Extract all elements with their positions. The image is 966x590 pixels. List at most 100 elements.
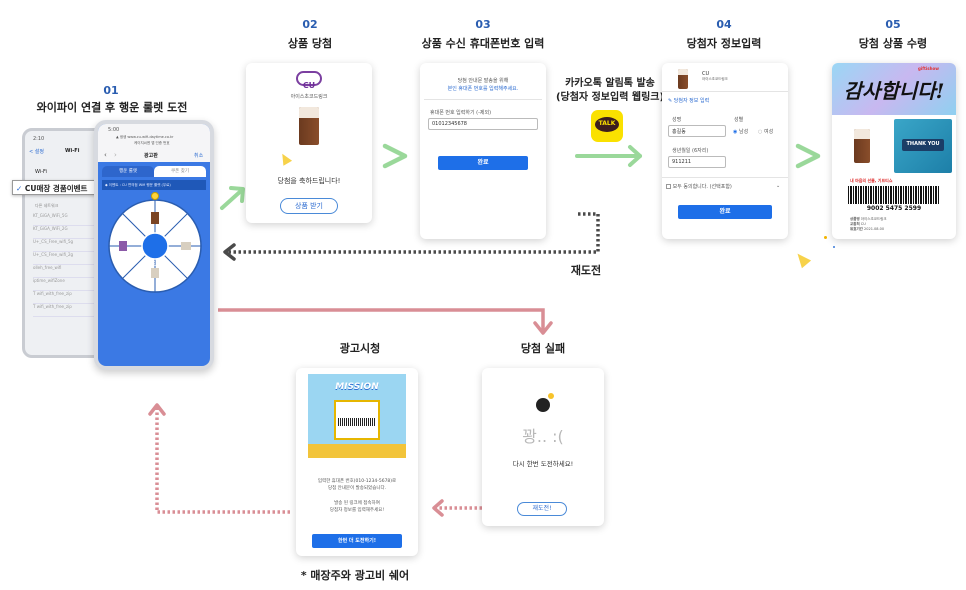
browser-back-icon[interactable]: ‹: [104, 151, 107, 159]
wifi-page-title: Wi-Fi: [65, 148, 80, 154]
info-brand: CU: [702, 71, 710, 77]
roulette-wheel[interactable]: [107, 198, 203, 294]
barcode-number: 9002 5475 2599: [866, 205, 922, 212]
network-item[interactable]: iptime_wifiZone: [33, 278, 111, 291]
step-05-number: 05: [885, 18, 901, 31]
chevron-down-icon[interactable]: ⌄: [776, 183, 781, 189]
fail-card: 꽝.. :( 다시 한번 도전하세요! 재도전!: [482, 368, 604, 526]
name-input[interactable]: 홍길동: [668, 125, 726, 137]
phone-input-card: 당첨 안내문 발송을 위해 본인 휴대폰 번호를 입력해주세요. 휴대폰 번호 …: [420, 63, 546, 239]
info-submit-button[interactable]: 완료: [678, 205, 772, 219]
coupon-product-image: [854, 129, 870, 163]
network-item[interactable]: olleh_free_wifi: [33, 265, 111, 278]
kakaotalk-icon: TALK: [591, 110, 623, 142]
roulette-status-time: 5:00: [108, 127, 120, 133]
phone-number-input[interactable]: 01012345678: [428, 118, 538, 130]
ad-line4: 당첨자 정보를 입력해주세요!: [329, 508, 385, 513]
phone-submit-button[interactable]: 완료: [438, 156, 528, 170]
name-label: 성명: [672, 117, 682, 123]
kakao-label-line2: (당첨자 정보입력 웹링크): [555, 92, 665, 103]
gender-label: 성별: [734, 117, 744, 123]
info-product: 아이스초코드링크: [702, 77, 728, 81]
step-03-title: 상품 수신 휴대폰번호 입력: [421, 37, 545, 50]
agree-all-checkbox[interactable]: 모두 동의합니다. (선택포함): [666, 183, 732, 190]
pencil-icon: ✎: [668, 98, 673, 104]
network-item[interactable]: U+_CS_Free_wifi_5g: [33, 239, 111, 252]
phone-intro-line1: 당첨 안내문 발송을 위해: [457, 78, 509, 84]
confetti-dot: [824, 236, 827, 239]
roulette-nav-cancel[interactable]: 취소: [194, 153, 204, 159]
coupon-promo: 내 마음의 선물, 기프티쇼: [850, 178, 893, 183]
roulette-url: ▲ 생생 www.cu-wifi-daytime.co.kr: [116, 135, 174, 139]
birth-label: 생년월일 (6자리): [672, 148, 709, 154]
network-item[interactable]: KT_GiGA_WiFi_5G: [33, 213, 111, 226]
arrow-01-02: [220, 186, 245, 210]
gender-female-radio[interactable]: ○ 여성: [758, 129, 774, 135]
info-section-title: ✎ 당첨자 정보 입력: [668, 98, 710, 104]
roulette-nav-title: 광고판: [144, 153, 158, 159]
cu-logo: CU: [296, 71, 322, 90]
info-product-thumb: [678, 69, 688, 89]
step-02-title: 상품 당첨: [287, 37, 333, 50]
ad-card: MISSION 입력한 휴대폰 번호(010-1234-5678)로 당첨 안내…: [296, 368, 418, 556]
browser-forward-icon[interactable]: ›: [114, 151, 117, 159]
win-message: 당첨을 축하드립니다!: [277, 177, 341, 185]
other-networks-header: 다른 네트워크: [35, 203, 59, 208]
roulette-spin-button[interactable]: 도전!: [150, 262, 164, 268]
network-list: KT_GiGA_WiFi_5G KT_GiGA_WiFi_2G U+_CS_Fr…: [33, 213, 111, 317]
selected-network-callout[interactable]: ✓ CU매장 경품이벤트: [12, 180, 98, 195]
roulette-url-sub: 케이지씨엔 앱 인증 번호: [134, 141, 170, 145]
check-icon: ✓: [16, 184, 23, 193]
fail-message: 다시 한번 도전하세요!: [512, 460, 574, 468]
arrow-04-05: [795, 143, 821, 169]
win-card: CU 아이스초코드링크 당첨을 축하드립니다! 상품 받기: [246, 63, 372, 223]
tab-coupon[interactable]: 쿠폰 찾기: [154, 166, 206, 177]
receive-prize-button[interactable]: 상품 받기: [280, 198, 338, 214]
network-item[interactable]: T wifi_with_free_zip: [33, 291, 111, 304]
retry-arrow: [223, 212, 600, 261]
ad-line3: 발송 된 링크에 접속하여: [334, 501, 380, 506]
confetti-icon: [277, 151, 293, 166]
wifi-back-button[interactable]: < 설정: [29, 149, 44, 155]
try-again-button[interactable]: 한번 더 도전하기!: [312, 534, 402, 548]
step-05-title: 당첨 상품 수령: [858, 37, 928, 50]
step-03-number: 03: [475, 18, 491, 31]
arrow-02-03: [382, 143, 408, 169]
wifi-status-time: 2:10: [33, 136, 45, 142]
fail-arrow: [218, 308, 553, 335]
birth-input[interactable]: 911211: [668, 156, 726, 168]
network-item[interactable]: T wifi_with_free_zip: [33, 304, 111, 317]
retry-label: 재도전: [570, 264, 602, 277]
ad-title: 광고시청: [339, 342, 381, 355]
mission-ad-banner: MISSION: [308, 374, 406, 458]
tab-lucky-roulette[interactable]: 행운 룰렛: [102, 166, 154, 177]
arrow-03-04: [575, 145, 642, 167]
phone-field-label: 휴대폰 번호 입력하기 (-제외): [430, 110, 492, 116]
thank-you-card-image: THANK YOU: [894, 119, 952, 173]
step-01-title: 와이파이 연결 후 행운 룰렛 도전: [36, 101, 188, 114]
gift-coupon-card: 감사합니다! giftishow THANK YOU 내 마음의 선물, 기프티…: [832, 63, 956, 239]
step-04-title: 당첨자 정보입력: [686, 37, 762, 50]
roulette-phone: 5:00 ▲ 생생 www.cu-wifi-daytime.co.kr 케이지씨…: [94, 120, 214, 370]
bomb-spark: [548, 393, 554, 399]
phone-intro-line2: 본인 휴대폰 번호를 입력해주세요.: [447, 86, 519, 92]
fail-retry-button[interactable]: 재도전!: [517, 502, 567, 516]
fail-title: 당첨 실패: [520, 342, 566, 355]
coupon-info-table: 상품명 아이스초코드링크 교환처 CU 유효기간 2021.08.00: [850, 217, 887, 231]
confetti-dot: [833, 246, 835, 248]
fail-text: 꽝.. :(: [522, 427, 564, 446]
ad-to-start-arrow: [148, 403, 290, 514]
ad-line1: 입력한 휴대폰 번호(010-1234-5678)로: [317, 479, 397, 484]
winner-info-card: CU 아이스초코드링크 ✎ 당첨자 정보 입력 성명 홍길동 성별 ◉ 남성 ○…: [662, 63, 788, 239]
fail-to-ad-arrow: [432, 499, 512, 517]
giftishow-tag: giftishow: [918, 66, 939, 71]
gender-male-radio[interactable]: ◉ 남성: [733, 129, 749, 135]
wifi-toggle-label: Wi-Fi: [35, 169, 47, 175]
ad-line2: 당첨 안내문이 발송되었습니다.: [327, 486, 387, 491]
footnote: * 매장주와 광고비 쉐어: [300, 569, 410, 582]
network-item[interactable]: KT_GiGA_WiFi_2G: [33, 226, 111, 239]
bomb-icon: [536, 398, 550, 412]
kakao-label-line1: 카카오톡 알림톡 발송: [565, 78, 655, 89]
network-item[interactable]: U+_CS_Free_wifi_2g: [33, 252, 111, 265]
